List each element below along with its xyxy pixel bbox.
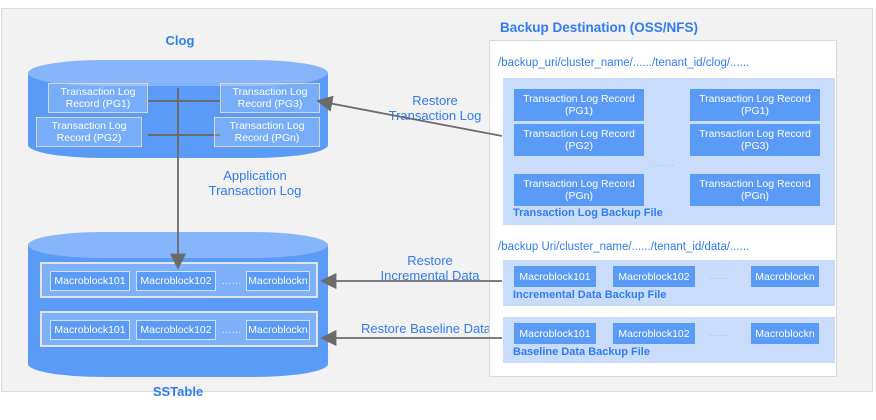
- sstable-title: SSTable: [152, 384, 204, 399]
- sstable-row-baseline-ellipsis: ......: [222, 325, 242, 336]
- sstable-cylinder-top: [28, 232, 328, 258]
- incremental-backup-ellipsis: ......: [709, 271, 729, 282]
- arrow-label-application-transaction-log: Application Transaction Log: [208, 168, 302, 198]
- clog-backup-right-pg1: Transaction Log Record (PG1): [690, 89, 820, 121]
- clog-record-pgn-line2: Record (PGn): [234, 132, 300, 144]
- clog-record-pgn-line1: Transaction Log: [229, 119, 305, 132]
- sstable-macroblock-102-a: Macroblock102: [136, 271, 216, 291]
- clog-record-pg2: Transaction Log Record (PG2): [36, 117, 142, 147]
- incremental-data-backup-file: Macroblock101 Macroblock102 ...... Macro…: [503, 260, 835, 306]
- sstable-macroblock-102-b: Macroblock102: [136, 320, 216, 340]
- backup-destination-title: Backup Destination (OSS/NFS): [500, 20, 699, 35]
- incremental-backup-caption: Incremental Data Backup File: [513, 289, 667, 301]
- baseline-backup-ellipsis: ......: [709, 328, 729, 339]
- clog-record-pg1-line2: Record (PG1): [65, 98, 131, 110]
- clog-backup-right-pgn: Transaction Log Record (PGn): [690, 174, 820, 206]
- clog-title: Clog: [165, 33, 195, 48]
- clog-backup-file: Transaction Log Record (PG1) Transaction…: [503, 78, 835, 225]
- clog-backup-right-pgn-line2: (PGn): [740, 190, 769, 202]
- clog-backup-left-pgn-line1: Transaction Log Record: [523, 178, 635, 190]
- sstable-macroblock-101-b: Macroblock101: [50, 320, 130, 340]
- baseline-backup-caption: Baseline Data Backup File: [513, 346, 650, 358]
- clog-backup-right-pgn-line1: Transaction Log Record: [699, 178, 811, 190]
- clog-backup-left-pgn: Transaction Log Record (PGn): [514, 174, 644, 206]
- incremental-macroblock-102: Macroblock102: [613, 266, 695, 287]
- baseline-macroblock-101: Macroblock101: [514, 323, 596, 344]
- sstable-row-incremental-ellipsis: ......: [222, 276, 242, 287]
- clog-backup-left-pg2: Transaction Log Record (PG2): [514, 124, 644, 156]
- sstable-row-incremental: Macroblock101 Macroblock102 ...... Macro…: [40, 262, 318, 298]
- sstable-row-baseline: Macroblock101 Macroblock102 ...... Macro…: [40, 311, 318, 347]
- sstable-macroblock-101-a: Macroblock101: [50, 271, 130, 291]
- clog-record-pg3-line2: Record (PG3): [237, 98, 303, 110]
- sstable-macroblock-n-b: Macroblockn: [246, 320, 310, 340]
- clog-record-pg3-line1: Transaction Log: [232, 85, 308, 98]
- clog-backup-right-pg1-line2: (PG1): [740, 105, 769, 117]
- clog-connector-horizontal-top: [148, 100, 220, 102]
- clog-backup-left-pg2-line2: (PG2): [564, 140, 593, 152]
- arrow-label-restore-baseline-data: Restore Baseline Data: [360, 321, 492, 336]
- clog-cylinder-top: [28, 60, 328, 86]
- baseline-data-backup-file: Macroblock101 Macroblock102 ...... Macro…: [503, 317, 835, 363]
- clog-backup-caption: Transaction Log Backup File: [513, 207, 663, 219]
- clog-backup-left-pg1: Transaction Log Record (PG1): [514, 89, 644, 121]
- incremental-macroblock-101: Macroblock101: [514, 266, 596, 287]
- clog-backup-right-pg1-line1: Transaction Log Record: [699, 93, 811, 105]
- clog-backup-right-pg3-line1: Transaction Log Record: [699, 128, 811, 140]
- clog-backup-left-pg1-line1: Transaction Log Record: [523, 93, 635, 105]
- clog-record-pg3: Transaction Log Record (PG3): [220, 83, 320, 113]
- clog-backup-path: /backup_uri/cluster_name/....../tenant_i…: [498, 57, 750, 69]
- clog-connector-vertical: [177, 88, 179, 148]
- sstable-macroblock-n-a: Macroblockn: [246, 271, 310, 291]
- data-backup-path: /backup Uri/cluster_name/....../tenant_i…: [498, 241, 750, 253]
- baseline-macroblock-n: Macroblockn: [751, 323, 819, 344]
- clog-backup-left-pg2-line1: Transaction Log Record: [523, 128, 635, 140]
- incremental-macroblock-n: Macroblockn: [751, 266, 819, 287]
- clog-connector-horizontal-bottom: [148, 134, 220, 136]
- arrow-label-restore-incremental-data: Restore Incremental Data: [380, 253, 480, 283]
- sstable-cylinder: [28, 232, 328, 377]
- clog-record-pg1-line1: Transaction Log: [60, 85, 136, 98]
- arrow-label-restore-transaction-log: Restore Transaction Log: [388, 93, 482, 123]
- clog-backup-ellipsis: ......: [655, 158, 675, 169]
- baseline-macroblock-102: Macroblock102: [613, 323, 695, 344]
- clog-backup-left-pgn-line2: (PGn): [564, 190, 593, 202]
- clog-record-pg1: Transaction Log Record (PG1): [48, 83, 148, 113]
- clog-record-pgn: Transaction Log Record (PGn): [214, 117, 320, 147]
- clog-backup-right-pg3: Transaction Log Record (PG3): [690, 124, 820, 156]
- clog-record-pg2-line1: Transaction Log: [51, 119, 127, 132]
- clog-record-pg2-line2: Record (PG2): [56, 132, 122, 144]
- clog-backup-left-pg1-line2: (PG1): [564, 105, 593, 117]
- clog-backup-right-pg3-line2: (PG3): [740, 140, 769, 152]
